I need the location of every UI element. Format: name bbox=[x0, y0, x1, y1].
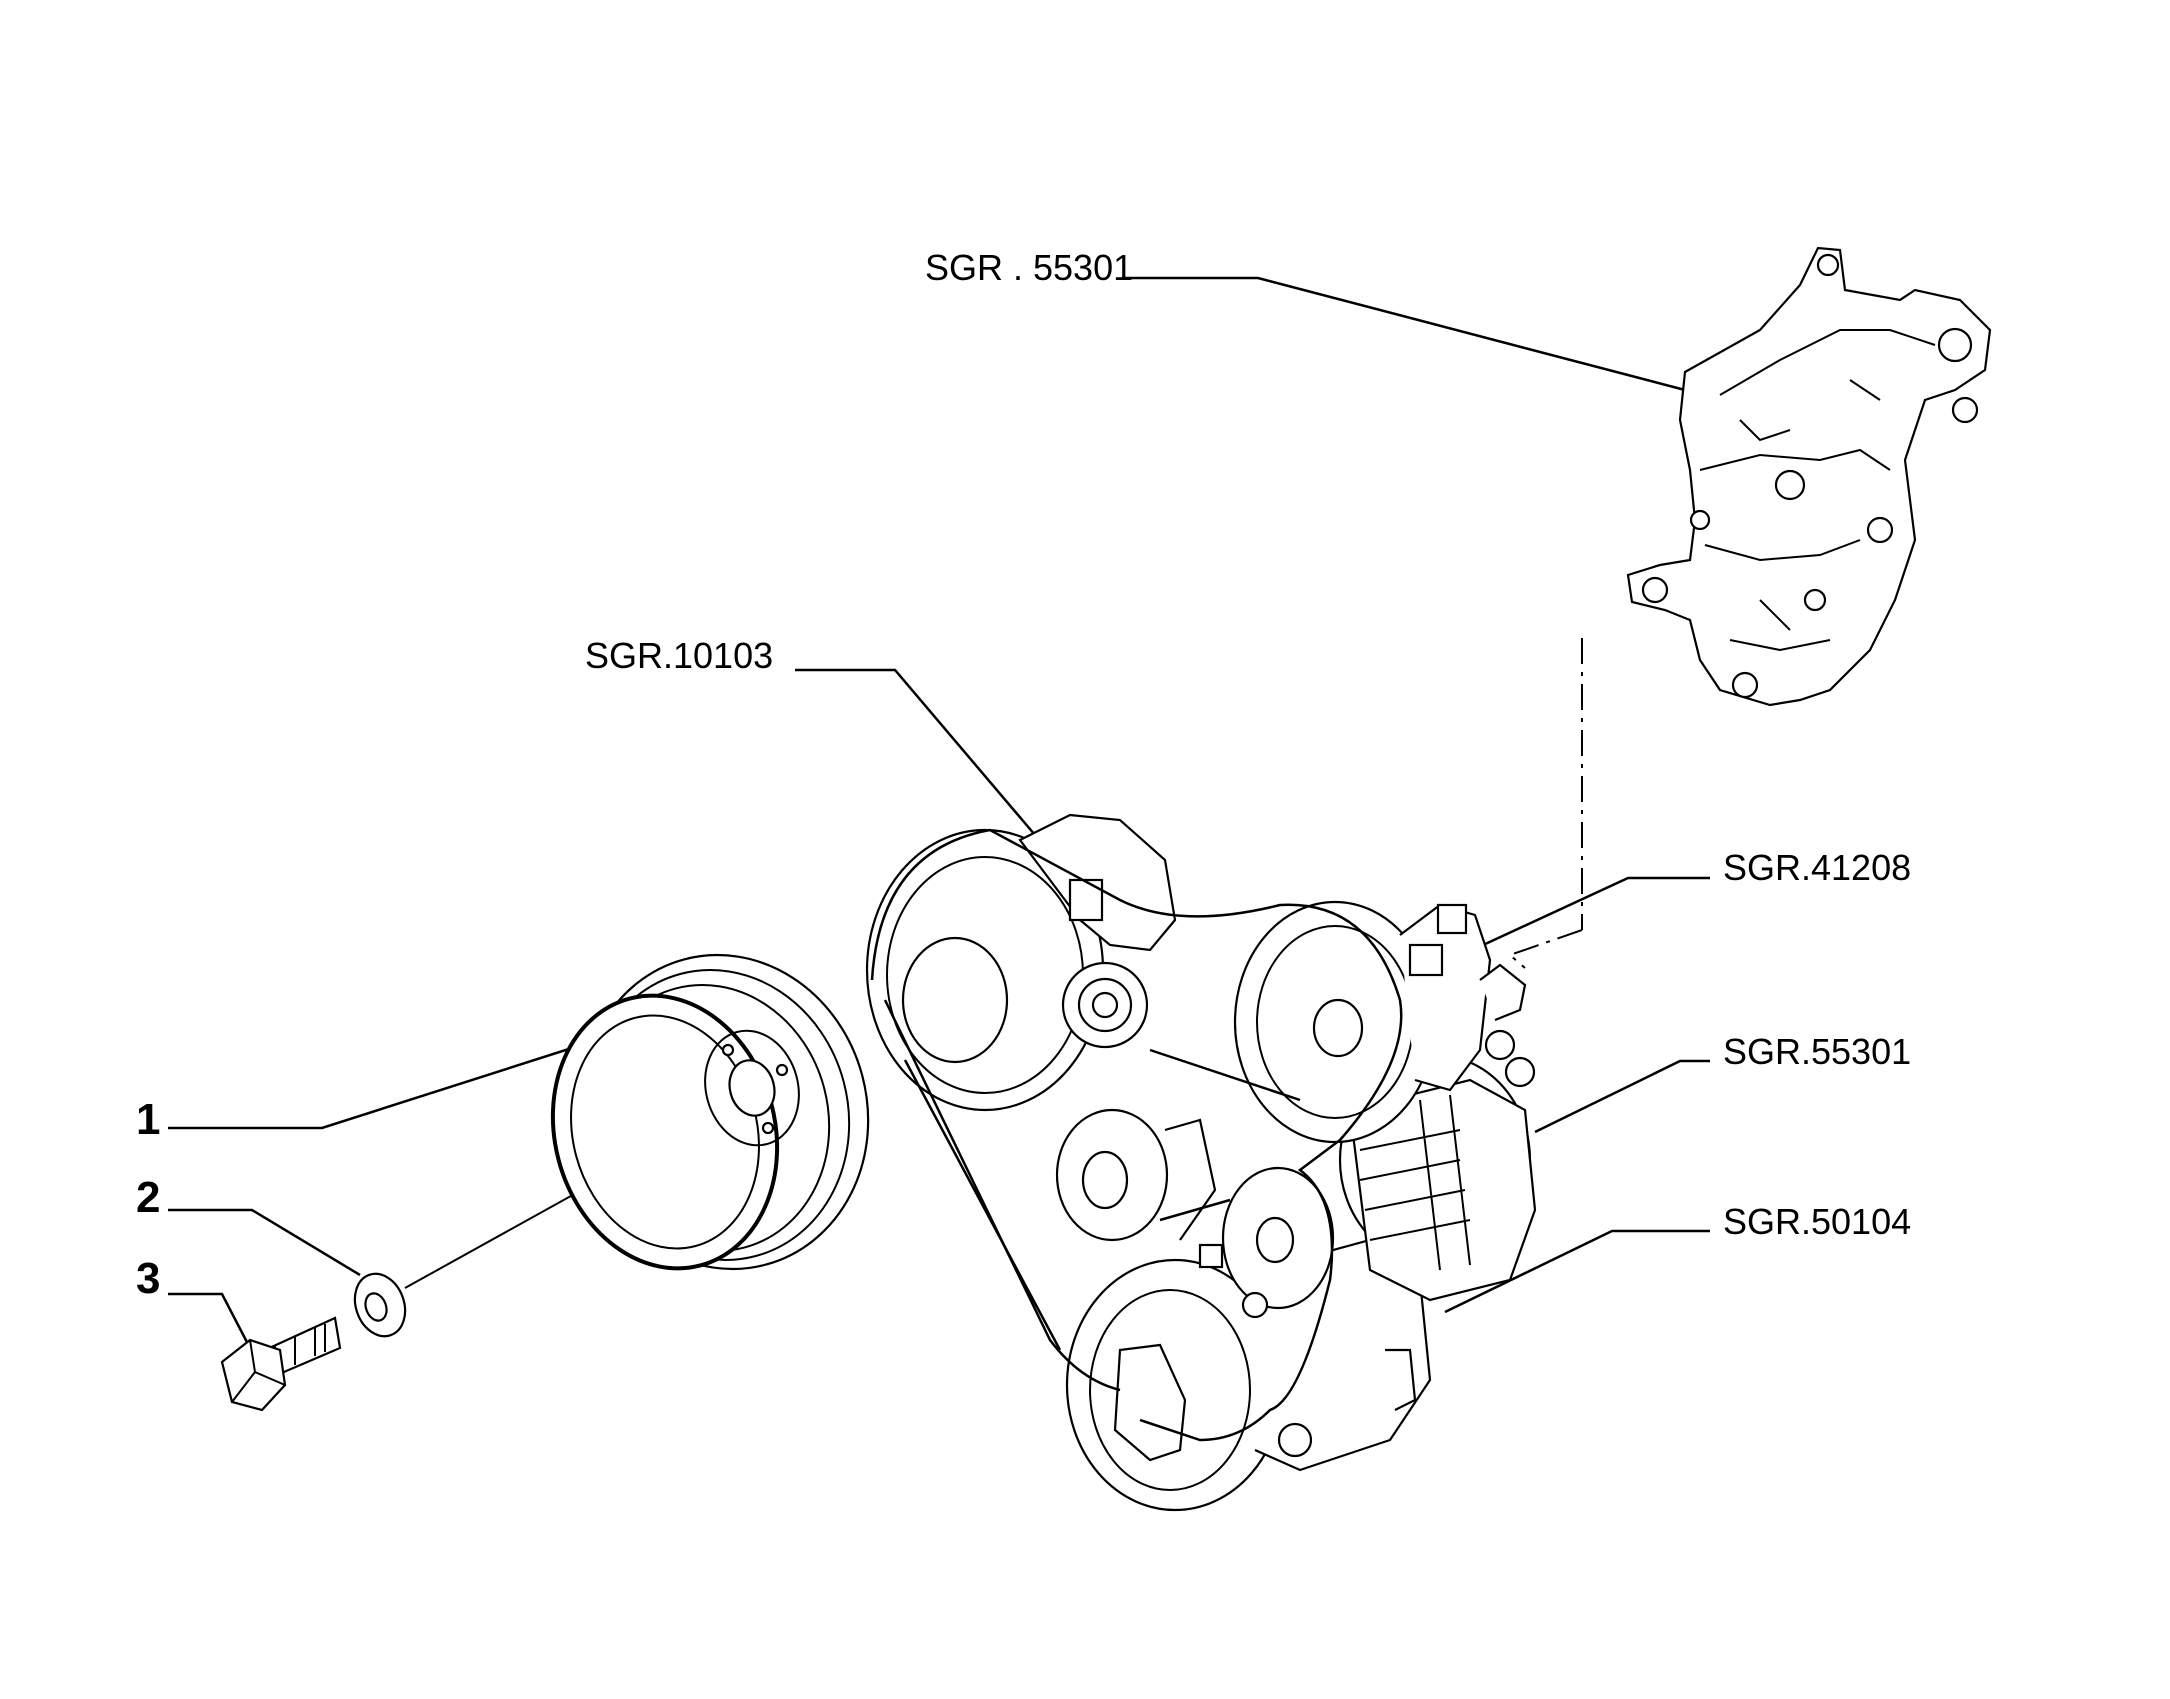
crankshaft-pulley bbox=[550, 953, 870, 1271]
callout-bracket-ref: SGR . 55301 bbox=[925, 247, 1133, 288]
accessory-drive-assembly bbox=[865, 813, 1537, 1512]
callout-tensioner-ref: SGR.10103 bbox=[585, 635, 773, 676]
washer bbox=[353, 1272, 407, 1338]
callout-pump-ref: SGR.41208 bbox=[1723, 847, 1911, 888]
callout-item-3: 3 bbox=[136, 1254, 160, 1303]
callout-compressor-ref: SGR.50104 bbox=[1723, 1201, 1911, 1242]
callout-item-1: 1 bbox=[136, 1095, 160, 1144]
callout-item-2: 2 bbox=[136, 1173, 160, 1222]
hex-bolt bbox=[220, 1316, 342, 1412]
mounting-bracket bbox=[1626, 246, 1992, 707]
callout-alternator-ref: SGR.55301 bbox=[1723, 1031, 1911, 1072]
